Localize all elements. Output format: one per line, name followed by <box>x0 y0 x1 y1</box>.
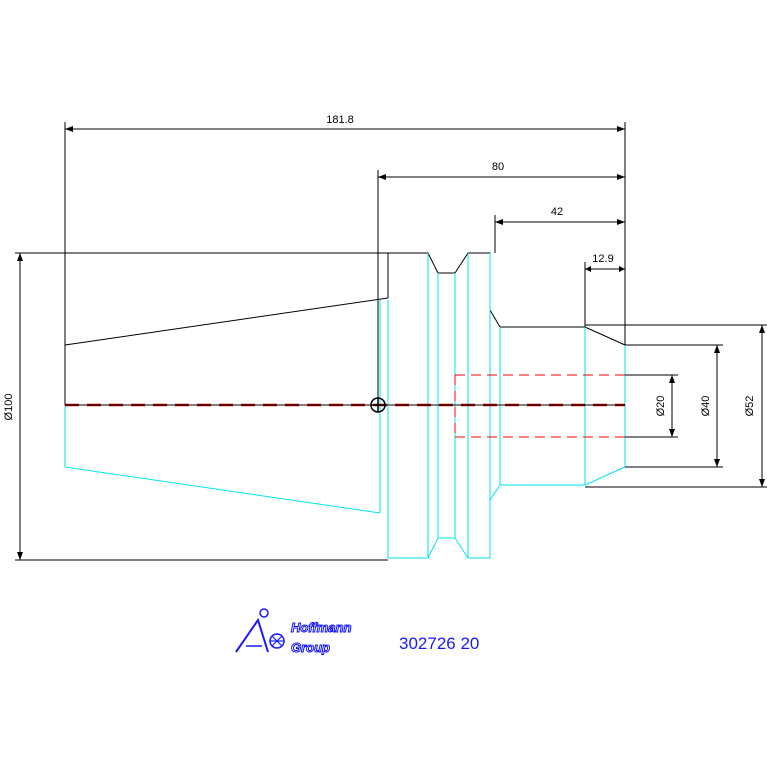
logo-line-2: Group <box>291 640 330 655</box>
hidden-bore <box>454 374 625 438</box>
dimension-length-42: 42 <box>494 206 625 253</box>
dia-52-value: Ø52 <box>744 396 756 417</box>
gauge-point-marker <box>370 397 386 413</box>
dimension-dia-100: Ø100 <box>3 252 388 561</box>
hoffmann-logo-mark-icon <box>235 608 285 653</box>
dimension-overall-length: 181.8 <box>64 114 626 345</box>
dimension-dia-20: Ø20 <box>625 374 678 438</box>
length-12-9-value: 12.9 <box>592 253 613 265</box>
hoffmann-group-logo: Hoffmann Group <box>235 608 352 656</box>
dimension-length-12-9: 12.9 <box>584 253 625 327</box>
dia-40-value: Ø40 <box>700 396 712 417</box>
length-80-value: 80 <box>492 161 504 173</box>
dia-100-value: Ø100 <box>3 394 15 421</box>
body-outline-upper <box>64 252 626 405</box>
dia-20-value: Ø20 <box>655 396 667 417</box>
overall-length-value: 181.8 <box>326 114 354 126</box>
part-number: 302726 20 <box>399 634 479 653</box>
dimension-dia-52: Ø52 <box>585 324 767 488</box>
logo-line-1: Hoffmann <box>291 620 351 635</box>
length-42-value: 42 <box>551 206 563 218</box>
dimension-dia-40: Ø40 <box>625 344 723 468</box>
dimension-length-80: 80 <box>377 161 626 398</box>
